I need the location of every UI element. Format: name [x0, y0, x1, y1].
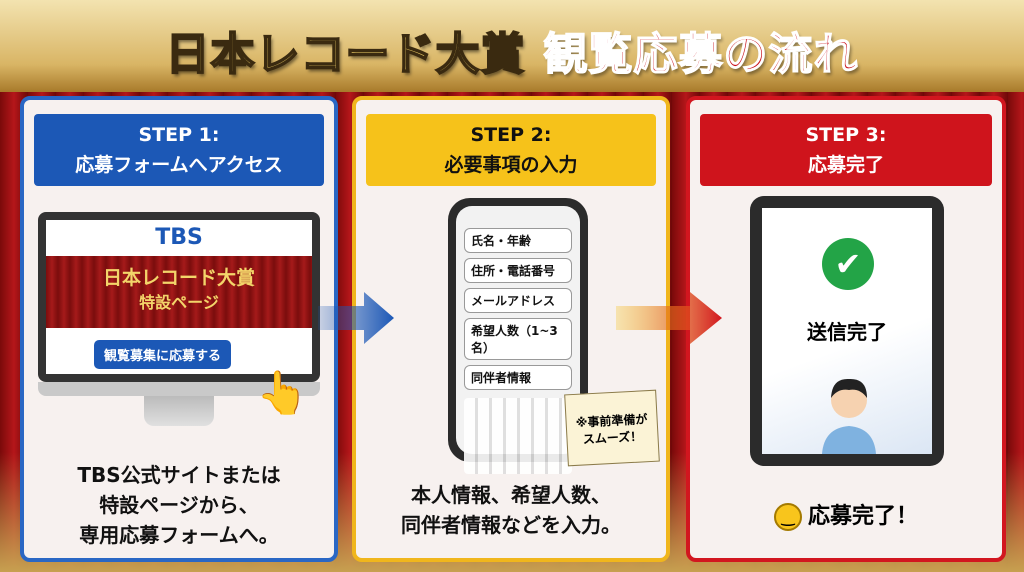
banner-title: 日本レコード大賞: [102, 267, 255, 289]
step1-caption: TBS公式サイトまたは特設ページから、専用応募フォームへ。: [24, 460, 334, 550]
smartphone-illustration: 氏名・年齢 住所・電話番号 メールアドレス 希望人数（1~3名） 同伴者情報: [448, 198, 588, 474]
monitor-chin: [38, 382, 320, 396]
step1-title: 応募フォームへアクセス: [75, 154, 283, 176]
form-field: メールアドレス: [464, 288, 572, 313]
arrow-right-icon: [318, 292, 394, 344]
person-icon: [822, 378, 876, 454]
monitor-illustration: TBS 日本レコード大賞特設ページ 観覧募集に応募する: [38, 212, 320, 382]
banner-sub: 特設ページ: [139, 293, 219, 312]
step3-panel: STEP 3: 応募完了 ✔ 送信完了 ‿応募完了！: [686, 96, 1006, 562]
step2-title: 必要事項の入力: [444, 154, 578, 176]
step3-label: STEP 3:: [805, 124, 887, 146]
tablet-illustration: ✔ 送信完了: [750, 196, 944, 466]
step1-label: STEP 1:: [138, 124, 220, 146]
title-part2: 観覧応募の流れ: [543, 28, 859, 81]
caption-line: 本人情報、希望人数、: [411, 483, 611, 507]
smile-icon: ‿: [773, 503, 802, 531]
pointing-hand-icon: 👆: [256, 368, 309, 417]
step2-label: STEP 2:: [470, 124, 552, 146]
sent-complete-text: 送信完了: [807, 320, 887, 344]
step3-title: 応募完了: [807, 154, 884, 176]
step2-caption: 本人情報、希望人数、同伴者情報などを入力。: [356, 480, 666, 540]
title-part1: 日本レコード大賞: [165, 28, 526, 81]
step1-panel: STEP 1: 応募フォームへアクセス TBS 日本レコード大賞特設ページ 観覧募…: [20, 96, 338, 562]
arrow-right-icon: [616, 292, 722, 344]
caption-line: 同伴者情報などを入力。: [401, 513, 621, 537]
gold-header-band: [0, 0, 1024, 92]
check-icon: ✔: [822, 238, 874, 290]
form-field: 同伴者情報: [464, 365, 572, 390]
caption-line: TBS公式サイトまたは: [77, 463, 281, 487]
step3-header: STEP 3: 応募完了: [700, 114, 992, 186]
keyboard: [464, 398, 572, 474]
done-text: 応募完了！: [807, 504, 918, 529]
step2-header: STEP 2: 必要事項の入力: [366, 114, 656, 186]
memo-note: ※事前準備がスムーズ！: [564, 389, 660, 467]
page-title: 日本レコード大賞観覧応募の流れ: [0, 18, 1024, 82]
apply-button[interactable]: 観覧募集に応募する: [94, 340, 232, 369]
caption-line: 特設ページから、: [99, 493, 259, 517]
step1-header: STEP 1: 応募フォームへアクセス: [34, 114, 324, 186]
special-page-banner: 日本レコード大賞特設ページ: [46, 256, 312, 328]
done-message: ‿応募完了！: [690, 498, 1002, 531]
form-field: 氏名・年齢: [464, 228, 572, 253]
monitor-stand: [144, 396, 214, 426]
tbs-logo: TBS: [155, 225, 203, 250]
caption-line: 専用応募フォームへ。: [79, 523, 279, 547]
form-field: 住所・電話番号: [464, 258, 572, 283]
form-field: 希望人数（1~3名）: [464, 318, 572, 360]
